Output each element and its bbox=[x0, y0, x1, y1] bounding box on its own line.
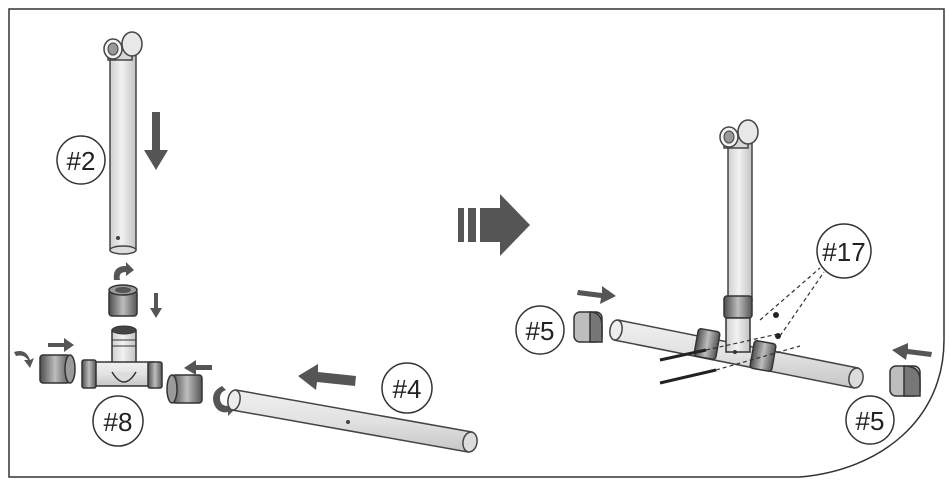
diagram-frame bbox=[8, 8, 945, 478]
coupling-nut-right bbox=[166, 374, 203, 404]
right-arrow-icon bbox=[48, 338, 74, 352]
rotate-icon bbox=[14, 351, 34, 368]
coupling-nut-top bbox=[108, 284, 138, 317]
tee-fitting-part8 bbox=[81, 325, 163, 389]
left-arrow-icon bbox=[892, 343, 932, 360]
label-part4: #4 bbox=[381, 362, 433, 414]
next-step-arrow-icon bbox=[458, 194, 530, 256]
left-arrow-icon bbox=[184, 360, 212, 375]
label-part5-right-text: #5 bbox=[856, 406, 885, 436]
rotate-icon bbox=[113, 262, 134, 280]
label-part8: #8 bbox=[92, 395, 144, 447]
assembled-horizontal-pipe bbox=[609, 319, 864, 389]
label-part17-text: #17 bbox=[822, 237, 865, 267]
coupling-nut-left bbox=[39, 354, 76, 384]
label-part17: #17 bbox=[816, 223, 872, 279]
right-assembled-view bbox=[573, 119, 932, 397]
down-arrow-icon bbox=[150, 293, 162, 318]
label-part4-text: #4 bbox=[393, 374, 422, 404]
label-part5-left-text: #5 bbox=[526, 316, 555, 346]
down-arrow-icon bbox=[144, 112, 168, 170]
end-cap-left bbox=[573, 311, 603, 343]
label-part2: #2 bbox=[56, 135, 106, 185]
assembled-tee-fitting bbox=[693, 295, 777, 372]
assembled-vertical-pipe bbox=[719, 119, 759, 301]
left-arrow-icon bbox=[298, 364, 356, 390]
label-part5-right: #5 bbox=[845, 395, 895, 445]
end-cap-right bbox=[889, 365, 921, 397]
label-part8-text: #8 bbox=[104, 407, 133, 437]
right-arrow-icon bbox=[577, 286, 616, 304]
left-exploded-view bbox=[14, 31, 478, 453]
vertical-pipe-part2 bbox=[103, 31, 143, 255]
label-part5-left: #5 bbox=[515, 305, 565, 355]
horizontal-pipe-part4 bbox=[227, 389, 478, 453]
label-part2-text: #2 bbox=[67, 146, 96, 176]
screws-part17 bbox=[659, 267, 825, 385]
